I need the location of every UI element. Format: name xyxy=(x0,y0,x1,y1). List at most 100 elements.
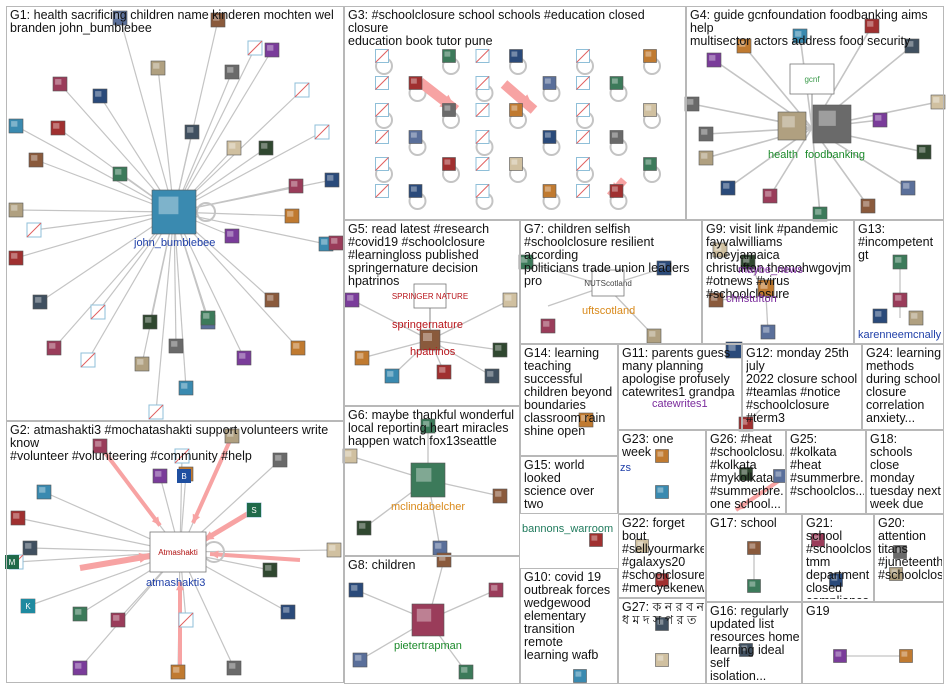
account-avatar[interactable] xyxy=(578,412,594,428)
account-avatar[interactable] xyxy=(916,144,932,160)
hub-avatar-mclindabelcher[interactable] xyxy=(410,462,446,498)
missing-avatar-node[interactable] xyxy=(475,76,490,90)
missing-avatar-node[interactable] xyxy=(148,404,164,420)
account-avatar[interactable] xyxy=(264,292,280,308)
account-avatar[interactable] xyxy=(408,76,423,90)
account-avatar[interactable] xyxy=(762,188,778,204)
account-avatar[interactable] xyxy=(32,294,48,310)
missing-avatar-node[interactable] xyxy=(294,82,310,98)
account-avatar[interactable] xyxy=(811,533,825,547)
account-avatar[interactable] xyxy=(152,468,168,484)
account-avatar[interactable] xyxy=(344,292,360,308)
account-avatar[interactable] xyxy=(352,652,368,668)
missing-avatar-node[interactable] xyxy=(576,103,590,117)
account-avatar[interactable] xyxy=(72,660,88,676)
account-avatar[interactable] xyxy=(436,364,452,380)
account-avatar[interactable] xyxy=(908,310,924,326)
account-avatar[interactable] xyxy=(92,88,108,104)
account-avatar-letter-m[interactable]: M xyxy=(5,555,19,569)
node-gcnf-logo[interactable]: gcnf xyxy=(789,63,835,95)
missing-avatar-node[interactable] xyxy=(475,184,490,198)
account-avatar[interactable] xyxy=(542,76,557,90)
account-avatar[interactable] xyxy=(348,582,364,598)
account-avatar[interactable] xyxy=(288,178,304,194)
account-avatar[interactable] xyxy=(899,649,913,663)
account-avatar[interactable] xyxy=(210,12,226,28)
account-avatar[interactable] xyxy=(609,130,624,144)
account-avatar[interactable] xyxy=(8,118,24,134)
missing-avatar-node[interactable] xyxy=(90,304,106,320)
account-avatar[interactable] xyxy=(542,130,557,144)
account-avatar[interactable] xyxy=(10,510,26,526)
hub-avatar-health[interactable] xyxy=(777,111,807,141)
missing-avatar-node[interactable] xyxy=(475,49,490,63)
account-avatar[interactable] xyxy=(655,573,669,587)
account-avatar[interactable] xyxy=(656,260,672,276)
account-avatar[interactable] xyxy=(643,103,657,117)
account-avatar[interactable] xyxy=(893,545,907,559)
account-avatar[interactable] xyxy=(892,292,908,308)
missing-avatar-node[interactable] xyxy=(375,184,389,198)
account-avatar[interactable] xyxy=(643,157,657,171)
account-avatar[interactable] xyxy=(258,140,274,156)
account-avatar[interactable] xyxy=(408,130,423,144)
account-avatar[interactable] xyxy=(226,660,242,676)
account-avatar[interactable] xyxy=(354,350,370,366)
account-avatar[interactable] xyxy=(22,540,38,556)
account-avatar[interactable] xyxy=(712,242,728,258)
account-avatar[interactable] xyxy=(635,539,649,553)
account-avatar[interactable] xyxy=(150,60,166,76)
account-avatar[interactable] xyxy=(492,342,508,358)
account-avatar[interactable] xyxy=(408,184,423,198)
account-avatar[interactable] xyxy=(792,28,808,44)
account-avatar[interactable] xyxy=(290,340,306,356)
account-avatar[interactable] xyxy=(760,324,776,340)
account-avatar[interactable] xyxy=(52,76,68,92)
account-avatar[interactable] xyxy=(442,103,456,117)
missing-avatar-node[interactable] xyxy=(375,76,389,90)
account-avatar[interactable] xyxy=(609,184,624,198)
account-avatar[interactable] xyxy=(720,180,736,196)
missing-avatar-node[interactable] xyxy=(174,448,190,464)
account-avatar[interactable] xyxy=(458,664,474,680)
missing-avatar-node[interactable] xyxy=(178,612,194,628)
account-avatar[interactable] xyxy=(872,112,888,128)
account-avatar[interactable] xyxy=(356,520,372,536)
account-avatar[interactable] xyxy=(8,250,24,266)
account-avatar[interactable] xyxy=(36,484,52,500)
account-avatar[interactable] xyxy=(889,567,903,581)
account-avatar[interactable] xyxy=(484,368,500,384)
account-avatar[interactable] xyxy=(698,150,714,166)
missing-avatar-node[interactable] xyxy=(375,103,389,117)
node-springer-logo[interactable]: SPRINGER NATURE xyxy=(392,283,468,309)
account-avatar[interactable] xyxy=(509,49,523,63)
account-avatar[interactable] xyxy=(655,449,669,463)
hub-avatar-john-bumblebee[interactable] xyxy=(151,189,197,235)
missing-avatar-node[interactable] xyxy=(475,157,490,171)
missing-avatar-node[interactable] xyxy=(375,130,389,144)
account-avatar[interactable] xyxy=(860,198,876,214)
account-avatar[interactable] xyxy=(930,94,946,110)
account-avatar[interactable] xyxy=(28,152,44,168)
account-avatar[interactable] xyxy=(46,340,62,356)
account-avatar[interactable] xyxy=(112,10,128,26)
account-avatar[interactable] xyxy=(684,96,700,112)
account-avatar[interactable] xyxy=(708,292,724,308)
account-avatar[interactable] xyxy=(643,49,657,63)
account-avatar[interactable] xyxy=(384,368,400,384)
missing-avatar-node[interactable] xyxy=(80,352,96,368)
account-avatar[interactable] xyxy=(420,418,436,434)
account-avatar[interactable] xyxy=(736,38,752,54)
hub-avatar-atmashakti3[interactable]: Atmashakti xyxy=(149,531,207,573)
missing-avatar-node[interactable] xyxy=(247,40,263,56)
account-avatar[interactable] xyxy=(200,310,216,326)
account-avatar[interactable] xyxy=(900,180,916,196)
hub-avatar-christufton[interactable] xyxy=(757,279,775,297)
missing-avatar-node[interactable] xyxy=(375,157,389,171)
account-avatar[interactable] xyxy=(872,308,888,324)
missing-avatar-node[interactable] xyxy=(475,130,490,144)
account-avatar[interactable] xyxy=(698,126,714,142)
account-avatar[interactable] xyxy=(112,166,128,182)
account-avatar-letter-k[interactable]: K xyxy=(21,599,35,613)
account-avatar[interactable] xyxy=(509,157,523,171)
